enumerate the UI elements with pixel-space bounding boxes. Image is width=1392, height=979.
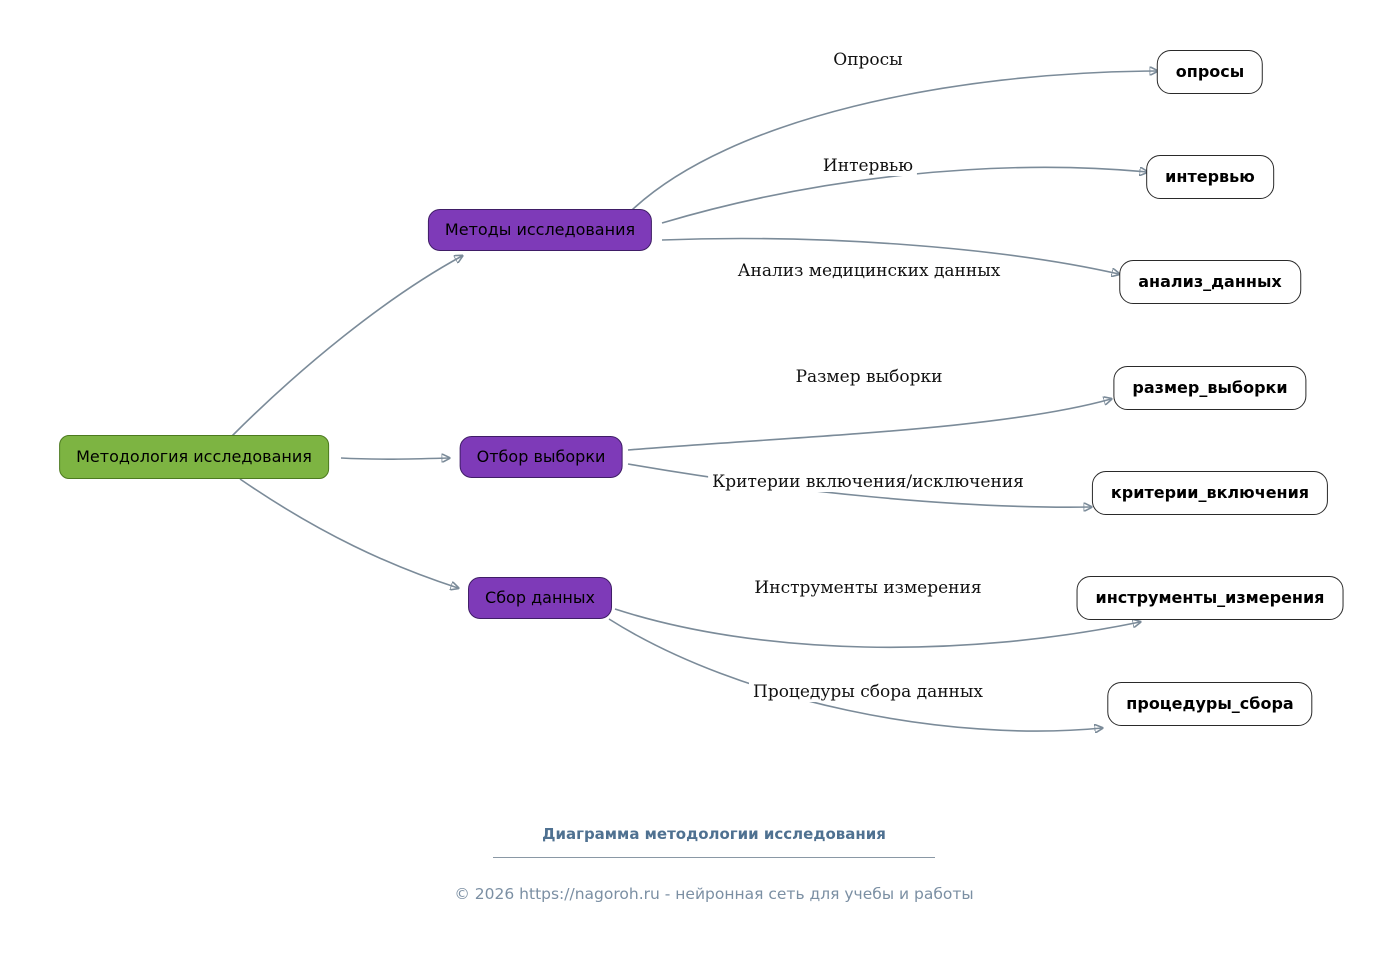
edge-root-to-sampling	[340, 458, 449, 459]
edge-label-surveys: Опросы	[829, 50, 907, 70]
edge-label-data-analysis: Анализ медицинских данных	[733, 261, 1005, 281]
copyright-text: © 2026 https://nagoroh.ru - нейронная се…	[454, 885, 974, 903]
edge-methods-to-surveys	[631, 71, 1157, 211]
node-surveys: опросы	[1156, 50, 1264, 94]
node-methodology: Методология исследования	[59, 435, 329, 479]
caption-divider	[493, 857, 935, 858]
node-inclusion-criteria: критерии_включения	[1091, 471, 1329, 515]
node-interviews: интервью	[1146, 155, 1274, 199]
edge-label-measurement-tools: Инструменты измерения	[750, 578, 986, 598]
edge-label-inclusion-criteria: Критерии включения/исключения	[708, 472, 1028, 492]
edge-root-to-methods	[231, 256, 462, 437]
node-sample-selection: Отбор выборки	[459, 436, 623, 478]
edge-sampling-to-criteria	[627, 463, 1091, 507]
edge-root-to-collection	[239, 478, 458, 588]
edge-label-sample-size: Размер выборки	[791, 367, 947, 387]
edge-collection-to-procedures	[608, 618, 1102, 731]
node-collection-procedures: процедуры_сбора	[1107, 682, 1313, 726]
node-sample-size: размер_выборки	[1113, 366, 1307, 410]
diagram-caption: Диаграмма методологии исследования	[542, 825, 886, 843]
node-data-collection: Сбор данных	[468, 577, 612, 619]
edge-methods-to-data-analysis	[661, 237, 1119, 274]
edge-label-collection-procedures: Процедуры сбора данных	[748, 682, 988, 702]
node-measurement-tools: инструменты_измерения	[1076, 576, 1344, 620]
edge-sampling-to-sample-size	[627, 399, 1111, 451]
node-research-methods: Методы исследования	[427, 209, 653, 251]
edge-collection-to-tools	[614, 608, 1140, 649]
edge-label-interviews: Интервью	[818, 156, 918, 176]
node-data-analysis: анализ_данных	[1119, 260, 1301, 304]
